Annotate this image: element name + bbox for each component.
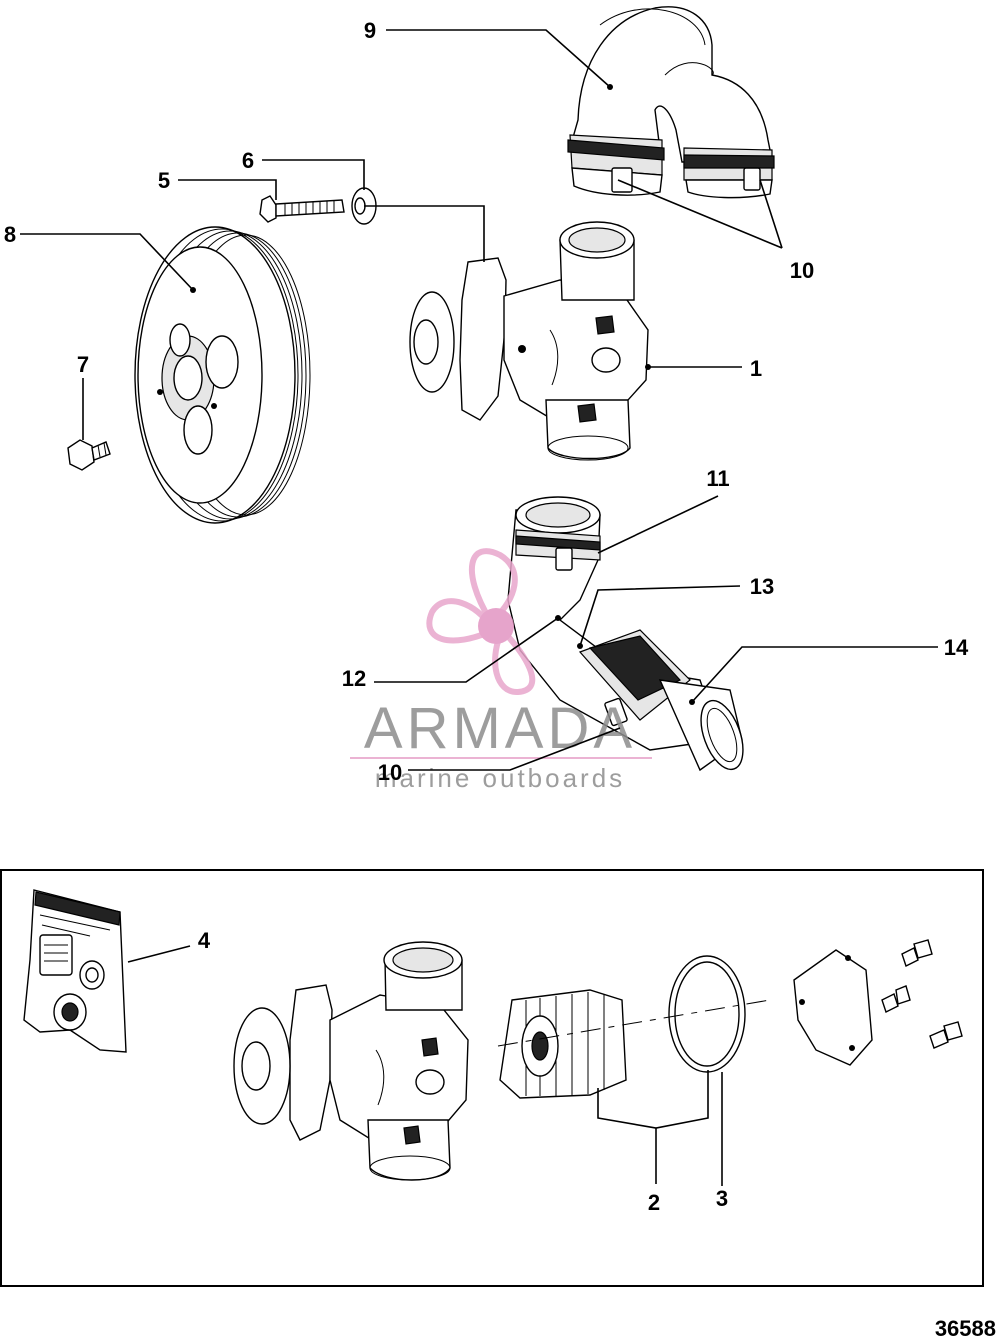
- callout-7: 7: [77, 352, 89, 377]
- propeller-icon: [426, 548, 536, 696]
- cover-plate-part: [793, 949, 873, 1066]
- callout-2: 2: [648, 1190, 660, 1215]
- callout-3: 3: [716, 1186, 728, 1211]
- callout-10-bottom: 10: [378, 760, 402, 785]
- callout-6: 6: [242, 148, 254, 173]
- inset-kit-box: [0, 869, 984, 1287]
- callout-4: 4: [198, 928, 211, 953]
- drawing-number: 36588: [935, 1316, 996, 1341]
- small-bolt-part: [67, 439, 111, 471]
- cover-screws-part: [881, 939, 963, 1049]
- callout-13: 13: [750, 574, 774, 599]
- water-pump-part: [409, 221, 651, 461]
- elbow-hose-part: [567, 6, 775, 199]
- callout-11: 11: [706, 466, 729, 491]
- watermark-brand: ARMADA: [364, 696, 636, 761]
- bolt-and-washer-parts: [259, 187, 377, 225]
- callout-5: 5: [158, 168, 170, 193]
- callout-leaders: [20, 29, 938, 1186]
- callout-12: 12: [342, 666, 366, 691]
- callout-10-top: 10: [790, 258, 814, 283]
- callout-8: 8: [4, 222, 16, 247]
- callout-9: 9: [364, 18, 376, 43]
- y-fitting-part: [507, 496, 744, 772]
- callout-1: 1: [750, 356, 762, 381]
- callout-labels: 9 6 5 8 10 7 1 11 13 14 12 10 4 2 3 3658…: [4, 18, 996, 1341]
- kit-bag-part: [23, 889, 127, 1053]
- callout-14: 14: [944, 635, 969, 660]
- o-ring-part: [668, 955, 746, 1073]
- watermark: ARMADA marine outboards: [350, 548, 652, 793]
- inset-pump-body-part: [233, 941, 469, 1181]
- watermark-tagline: marine outboards: [375, 763, 625, 793]
- impeller-part: [499, 989, 627, 1099]
- pulley-part: [134, 226, 311, 524]
